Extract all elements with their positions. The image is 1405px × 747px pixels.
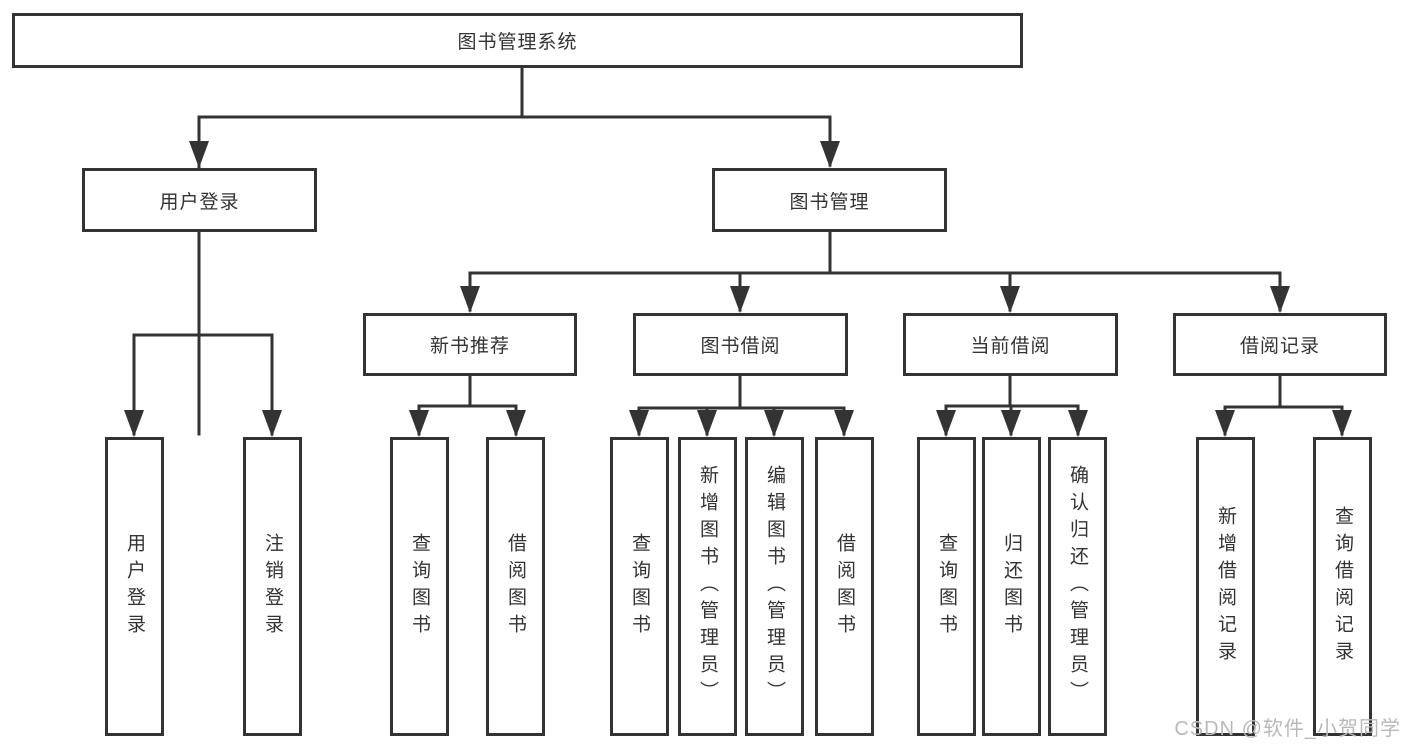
leaf-label: 查询借阅记录: [1332, 505, 1353, 668]
leaf-label: 借阅图书: [505, 532, 526, 641]
arrow-down-icon: [697, 410, 717, 437]
arrow-down-icon: [820, 141, 840, 168]
leaf-label: 确认归还（管理员）: [1067, 465, 1088, 708]
leaf-user-login: 用户登录: [105, 437, 164, 736]
leaf-borrow-books-recommend: 借阅图书: [486, 437, 545, 736]
leaf-label: 注销登录: [262, 532, 283, 641]
leaf-label: 新增图书（管理员）: [697, 465, 718, 708]
leaf-add-borrow-record: 新增借阅记录: [1196, 437, 1255, 736]
arrowheads: [124, 141, 1352, 437]
connector-recommend-branch: [417, 374, 518, 436]
connector-user-login-branch: [132, 230, 274, 436]
arrow-down-icon: [409, 410, 429, 437]
arrow-down-icon: [1000, 286, 1020, 313]
arrow-down-icon: [730, 286, 750, 313]
node-library-management-system: 图书管理系统: [12, 13, 1023, 68]
leaf-confirm-return-admin: 确认归还（管理员）: [1048, 437, 1107, 736]
node-new-book-recommendation: 新书推荐: [363, 313, 577, 376]
arrow-down-icon: [460, 286, 480, 313]
leaf-borrow-books-borrowing: 借阅图书: [815, 437, 874, 736]
leaf-label: 借阅图书: [834, 532, 855, 641]
leaf-label: 查询图书: [936, 532, 957, 641]
connector-history-branch: [1223, 374, 1344, 436]
leaf-logout-login: 注销登录: [243, 437, 302, 736]
leaf-label: 编辑图书（管理员）: [764, 465, 785, 708]
leaf-query-books-current: 查询图书: [917, 437, 976, 736]
leaf-label: 归还图书: [1001, 532, 1022, 641]
leaf-query-books-borrowing: 查询图书: [610, 437, 669, 736]
leaf-query-borrow-record: 查询借阅记录: [1313, 437, 1372, 736]
leaf-label: 用户登录: [124, 532, 145, 641]
node-borrowing-records: 借阅记录: [1173, 313, 1387, 376]
node-current-borrowing: 当前借阅: [903, 313, 1118, 376]
leaf-query-books-recommend: 查询图书: [390, 437, 449, 736]
connector-root-to-level2: [197, 66, 832, 436]
leaf-return-books: 归还图书: [982, 437, 1041, 736]
arrow-down-icon: [1270, 286, 1290, 313]
node-book-borrowing: 图书借阅: [633, 313, 848, 376]
node-user-login: 用户登录: [82, 168, 317, 232]
arrow-down-icon: [506, 410, 526, 437]
connector-borrow-branch: [637, 374, 846, 436]
leaf-label: 新增借阅记录: [1215, 505, 1236, 668]
arrow-down-icon: [1215, 410, 1235, 437]
arrow-down-icon: [262, 410, 282, 437]
leaf-label: 查询图书: [409, 532, 430, 641]
leaf-add-books-admin: 新增图书（管理员）: [678, 437, 737, 736]
arrow-down-icon: [189, 141, 209, 168]
arrow-down-icon: [124, 410, 144, 437]
connector-book-mgmt-branch: [468, 230, 1282, 312]
arrow-down-icon: [936, 410, 956, 437]
leaf-label: 查询图书: [629, 532, 650, 641]
arrow-down-icon: [1068, 410, 1088, 437]
arrow-down-icon: [834, 410, 854, 437]
csdn-watermark: CSDN @软件_小贺同学: [1174, 718, 1401, 740]
node-book-management: 图书管理: [712, 168, 947, 232]
arrow-down-icon: [1001, 410, 1021, 437]
arrow-down-icon: [764, 410, 784, 437]
leaf-edit-books-admin: 编辑图书（管理员）: [745, 437, 804, 736]
arrow-down-icon: [1332, 410, 1352, 437]
arrow-down-icon: [629, 410, 649, 437]
